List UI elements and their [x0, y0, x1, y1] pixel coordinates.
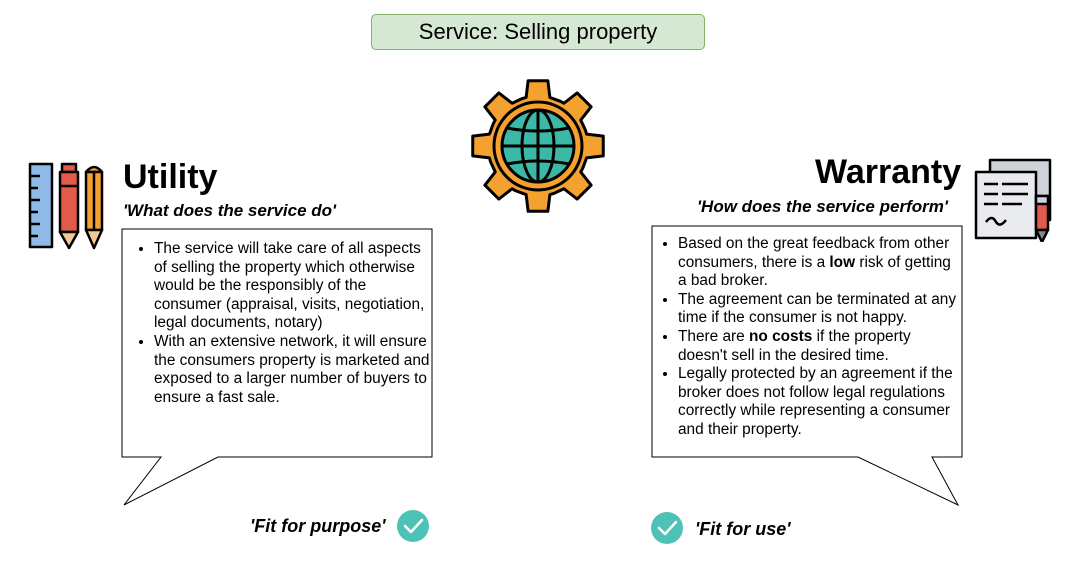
ruler-pencils-icon	[28, 162, 104, 250]
utility-bullet: With an extensive network, it will ensur…	[154, 333, 430, 407]
title-box: Service: Selling property	[371, 14, 705, 50]
fit-for-use-label: 'Fit for use'	[695, 519, 791, 539]
warranty-heading: Warranty	[815, 153, 962, 191]
document-pen-icon	[974, 158, 1052, 242]
gear-globe-icon	[471, 79, 605, 213]
fit-for-purpose-label: 'Fit for purpose'	[250, 516, 386, 536]
utility-bullet: The service will take care of all aspect…	[154, 240, 430, 333]
utility-bullets: The service will take care of all aspect…	[134, 240, 430, 407]
checkmark-circle-icon	[651, 512, 683, 544]
warranty-bullet: Legally protected by an agreement if the…	[678, 365, 958, 439]
warranty-bullet: There are no costs if the property doesn…	[678, 328, 958, 365]
utility-heading: Utility	[123, 158, 218, 196]
warranty-bullet: The agreement can be terminated at any t…	[678, 291, 958, 328]
warranty-subtitle: 'How does the service perform'	[697, 197, 948, 216]
warranty-bullets: Based on the great feedback from other c…	[658, 235, 958, 440]
warranty-bullet: Based on the great feedback from other c…	[678, 235, 958, 291]
utility-subtitle: 'What does the service do'	[123, 201, 337, 220]
title-text: Service: Selling property	[418, 19, 658, 44]
checkmark-circle-icon	[397, 510, 429, 542]
